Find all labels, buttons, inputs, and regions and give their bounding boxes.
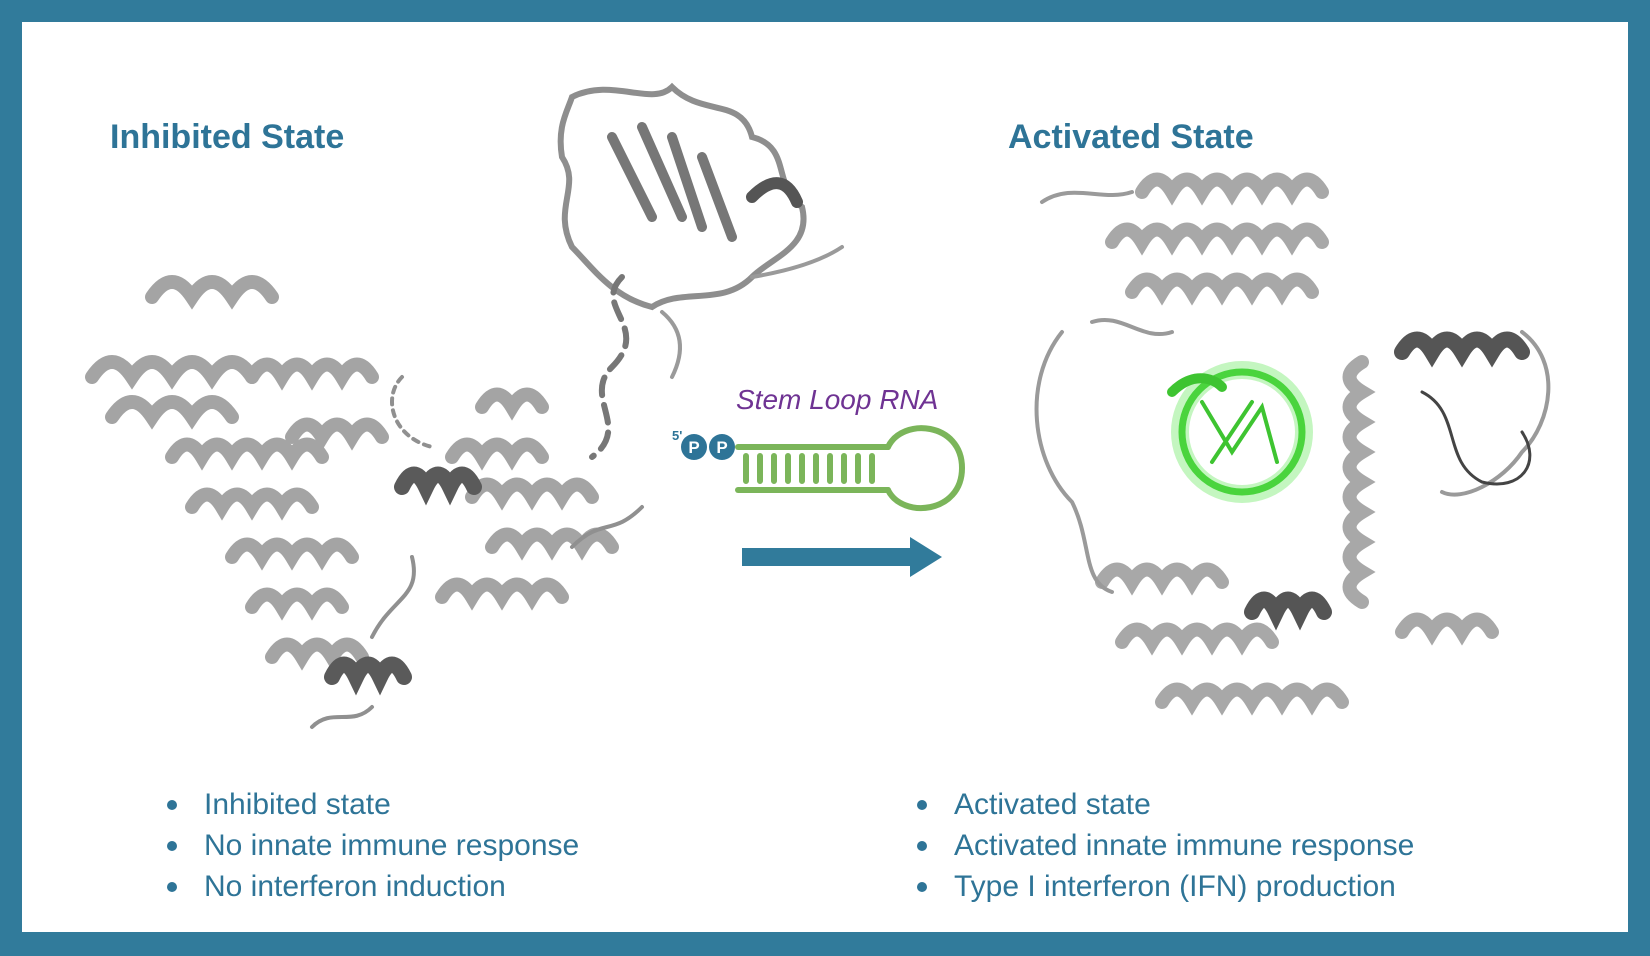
phosphate-2-icon [709, 434, 735, 460]
dark-loops [1420, 390, 1532, 486]
activated-helices [1095, 172, 1499, 716]
rna-stem [735, 425, 966, 512]
phosphate-1-icon [681, 434, 707, 460]
bullet-icon [167, 882, 177, 892]
loops [310, 375, 644, 729]
bullet-text: Inhibited state [204, 788, 391, 821]
list-item: Type I interferon (IFN) production [914, 866, 1414, 907]
inhibited-bullet-list: Inhibited state No innate immune respons… [164, 784, 579, 907]
activated-bullet-list: Activated state Activated innate immune … [914, 784, 1414, 907]
right-arrow-icon [742, 537, 942, 577]
cterm-domain [557, 82, 844, 379]
bullet-text: Type I interferon (IFN) production [954, 870, 1396, 903]
list-item: No interferon induction [164, 866, 579, 907]
activated-protein-structure [1034, 172, 1551, 716]
list-item: Inhibited state [164, 784, 579, 825]
bullet-icon [917, 800, 927, 810]
stem-loop-rna-label: Stem Loop RNA [736, 384, 939, 415]
phosphate-2-label: P [716, 438, 727, 457]
bullet-text: No interferon induction [204, 870, 506, 903]
bullet-icon [167, 841, 177, 851]
stem-loop-rna-icon: 5' P P [672, 425, 966, 512]
helical-domain [85, 275, 619, 671]
inhibited-protein-structure [85, 82, 844, 729]
list-item: Activated innate immune response [914, 825, 1414, 866]
activated-loops [1034, 190, 1551, 594]
bullet-icon [917, 841, 927, 851]
five-prime-label: 5' [672, 428, 682, 443]
activated-state-title: Activated State [1008, 118, 1254, 156]
list-item: Activated state [914, 784, 1414, 825]
flexible-linker [589, 274, 630, 460]
bound-rna [1167, 361, 1313, 503]
bullet-text: No innate immune response [204, 829, 580, 862]
dark-helices [324, 466, 482, 696]
bullet-text: Activated innate immune response [954, 829, 1415, 862]
list-item: No innate immune response [164, 825, 579, 866]
bullet-text: Activated state [954, 788, 1151, 821]
bullet-icon [917, 882, 927, 892]
dark-activated-helices [1244, 331, 1530, 631]
inhibited-state-title: Inhibited State [110, 118, 345, 156]
bullet-icon [167, 800, 177, 810]
phosphate-1-label: P [688, 438, 699, 457]
